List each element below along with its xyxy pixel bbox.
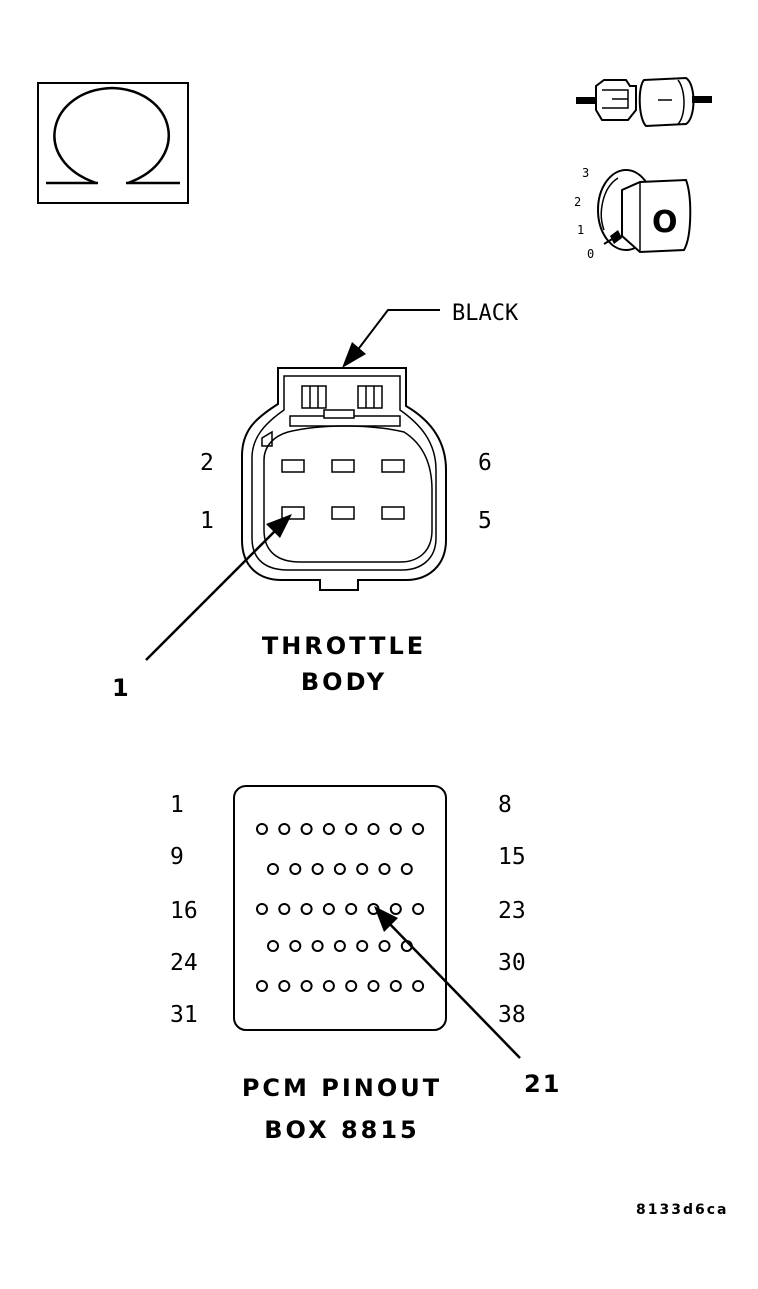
pcm-pin-33: [300, 980, 313, 992]
pcm-right-label-30: 30: [498, 950, 526, 976]
pcm-pin-1: [256, 823, 268, 835]
pcm-pin-34: [322, 980, 335, 992]
pcm-pin-27: [333, 940, 346, 952]
pcm-pin-16: [256, 903, 268, 915]
key-position-1: 1: [577, 223, 584, 237]
pcm-pin-12: [333, 863, 346, 875]
pcm-pin-38: [412, 980, 425, 992]
pcm-left-label-1: 1: [170, 792, 184, 818]
pcm-pin-8: [412, 823, 425, 835]
pcm-pin-17: [278, 903, 291, 915]
pcm-pin-grid: [256, 823, 425, 992]
key-position-0: 0: [587, 247, 594, 261]
pin-1-callout-arrowhead: [266, 514, 292, 538]
pcm-pin-10: [289, 863, 302, 875]
throttle-pin-label-2: 2: [200, 450, 214, 476]
pcm-pin-24: [267, 940, 279, 952]
throttle-pin-label-5: 5: [478, 508, 492, 534]
black-callout-arrowhead: [342, 342, 366, 368]
pcm-title-line2: BOX 8815: [264, 1116, 420, 1144]
pcm-right-labels: 8 15 23 30 38: [498, 792, 526, 1028]
disconnect-connector-icon: [576, 76, 712, 128]
pcm-pin-36: [367, 980, 380, 992]
pcm-pin-37: [389, 980, 402, 992]
key-position-2: 2: [574, 195, 581, 209]
pcm-pin-25: [289, 940, 302, 952]
pcm-pin-20: [345, 903, 358, 915]
pcm-pin-14: [378, 863, 391, 875]
pcm-left-label-9: 9: [170, 844, 184, 870]
pin-21-callout-line: [383, 917, 521, 1059]
throttle-pin-label-1: 1: [200, 508, 214, 534]
pcm-left-label-16: 16: [170, 898, 198, 924]
ohmmeter-icon: [37, 82, 189, 204]
pcm-pin-32: [278, 980, 291, 992]
pin-1-callout-line: [145, 521, 285, 661]
pcm-pin-9: [267, 863, 279, 875]
throttle-pin-4: [331, 459, 355, 473]
pcm-right-label-15: 15: [498, 844, 526, 870]
pcm-left-labels: 1 9 16 24 31: [170, 792, 198, 1028]
pcm-pin-4: [322, 823, 335, 835]
throttle-pin-2: [281, 459, 305, 473]
pin-1-callout-label: 1: [112, 674, 129, 702]
pcm-right-label-8: 8: [498, 792, 512, 818]
pin-21-callout-label: 21: [524, 1070, 561, 1098]
pcm-pin-11: [311, 863, 324, 875]
pcm-pin-2: [278, 823, 291, 835]
throttle-pin-label-6: 6: [478, 450, 492, 476]
throttle-pin-6: [381, 459, 405, 473]
pcm-pin-19: [322, 903, 335, 915]
pcm-left-label-31: 31: [170, 1002, 198, 1028]
connector-color-label: BLACK: [452, 301, 519, 326]
throttle-title-line1: THROTTLE: [262, 632, 426, 660]
throttle-pin-5: [381, 506, 405, 520]
pcm-pin-35: [345, 980, 358, 992]
pcm-pin-29: [378, 940, 391, 952]
pcm-pinout-connector: 1 9 16 24 31 8 15 23 30 38 21 PCM PINOUT…: [170, 785, 561, 1144]
pcm-title-line1: PCM PINOUT: [242, 1074, 442, 1102]
pcm-pin-22: [389, 903, 402, 915]
throttle-body-connector: BLACK 2 1 6 5 1 THROTTLE BODY: [112, 301, 519, 702]
ignition-key-icon: 3 2 1 0 O: [574, 166, 692, 261]
pcm-pin-18: [300, 903, 313, 915]
figure-id: 8133d6ca: [636, 1202, 728, 1218]
pcm-pin-5: [345, 823, 358, 835]
throttle-pin-3: [331, 506, 355, 520]
pcm-left-label-24: 24: [170, 950, 198, 976]
pcm-pin-6: [367, 823, 380, 835]
pcm-pin-13: [356, 863, 369, 875]
pcm-right-label-23: 23: [498, 898, 526, 924]
pcm-pin-31: [256, 980, 268, 992]
pin-21-callout-arrowhead: [374, 906, 398, 932]
pcm-pin-23: [412, 903, 425, 915]
pcm-pin-7: [389, 823, 402, 835]
key-position-3: 3: [582, 166, 589, 180]
pcm-pin-3: [300, 823, 313, 835]
key-label: O: [652, 205, 678, 240]
throttle-title-line2: BODY: [301, 668, 387, 696]
pcm-right-label-38: 38: [498, 1002, 526, 1028]
pcm-pin-26: [311, 940, 324, 952]
pcm-pin-28: [356, 940, 369, 952]
pcm-pin-15: [400, 863, 413, 875]
